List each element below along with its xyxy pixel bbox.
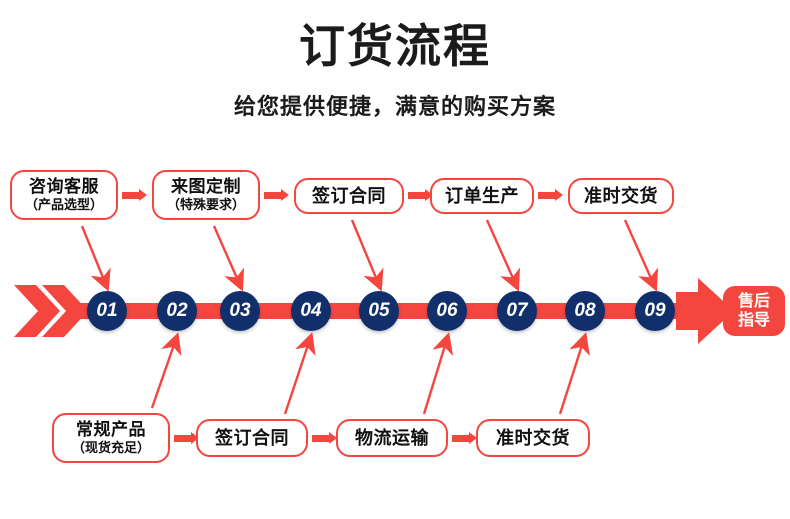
link-top4-to-step07 — [485, 219, 520, 292]
top-step-box-5[interactable]: 准时交货 — [568, 178, 674, 214]
step-number: 09 — [644, 300, 666, 321]
box-label-line1: 咨询客服 — [29, 177, 99, 196]
connector-arrow-top-1 — [122, 189, 148, 201]
box-label-line2: （特殊要求） — [166, 197, 245, 212]
box-label-line1: 准时交货 — [584, 186, 658, 206]
connector-arrow-top-2 — [264, 189, 290, 201]
top-step-box-4[interactable]: 订单生产 — [430, 178, 534, 214]
bottom-step-box-3[interactable]: 物流运输 — [336, 419, 448, 457]
link-bottom1-to-step02 — [150, 332, 182, 409]
connector-arrow-top-3 — [408, 189, 434, 201]
bottom-step-box-2[interactable]: 签订合同 — [196, 419, 308, 457]
timeline-step-01[interactable]: 01 — [87, 291, 127, 331]
link-top1-to-step01 — [80, 225, 111, 292]
connector-arrow-bottom-1 — [174, 432, 200, 444]
box-label-line1: 签订合同 — [215, 428, 289, 448]
step-number: 04 — [300, 300, 322, 321]
bottom-step-box-4[interactable]: 准时交货 — [476, 419, 590, 457]
step-number: 02 — [166, 300, 188, 321]
timeline-step-07[interactable]: 07 — [497, 291, 537, 331]
link-bottom2-to-step04 — [283, 332, 316, 415]
box-label-line2: （现货充足） — [71, 440, 150, 455]
connector-arrow-bottom-3 — [452, 432, 478, 444]
link-top2-to-step03 — [212, 225, 245, 292]
step-number: 03 — [229, 300, 251, 321]
box-label-line1: 准时交货 — [496, 428, 570, 448]
timeline-step-09[interactable]: 09 — [635, 291, 675, 331]
link-bottom3-to-step06 — [422, 332, 454, 415]
link-top5-to-step09 — [623, 219, 658, 292]
connector-arrow-bottom-2 — [312, 432, 338, 444]
timeline-step-08[interactable]: 08 — [565, 291, 605, 331]
box-label-line2: （产品选型） — [24, 197, 103, 212]
box-label-line1: 物流运输 — [355, 428, 429, 448]
badge-label-line1: 售后 — [737, 293, 770, 310]
step-number: 05 — [368, 300, 390, 321]
step-number: 07 — [506, 300, 528, 321]
bottom-step-box-1[interactable]: 常规产品 （现货充足） — [52, 413, 170, 463]
box-label-line1: 常规产品 — [76, 420, 146, 439]
connector-arrow-top-4 — [538, 189, 564, 201]
page-subtitle: 给您提供便捷，满意的购买方案 — [233, 94, 556, 119]
step-number: 06 — [436, 300, 458, 321]
box-label-line1: 订单生产 — [445, 186, 519, 206]
page-title: 订货流程 — [299, 20, 491, 72]
timeline-step-03[interactable]: 03 — [220, 291, 260, 331]
timeline-step-02[interactable]: 02 — [157, 291, 197, 331]
link-top3-to-step05 — [350, 219, 384, 292]
box-label-line1: 来图定制 — [171, 177, 241, 196]
step-number: 08 — [574, 300, 596, 321]
arrow-head-right-icon — [676, 276, 736, 351]
top-step-box-2[interactable]: 来图定制 （特殊要求） — [152, 170, 260, 220]
badge-label-line2: 指导 — [737, 312, 770, 329]
step-number: 01 — [96, 300, 118, 321]
link-bottom4-to-step08 — [558, 332, 590, 415]
timeline-step-06[interactable]: 06 — [427, 291, 467, 331]
top-step-box-1[interactable]: 咨询客服 （产品选型） — [10, 170, 118, 220]
timeline-step-04[interactable]: 04 — [291, 291, 331, 331]
timeline-step-05[interactable]: 05 — [359, 291, 399, 331]
after-sales-badge[interactable]: 售后 指导 — [723, 286, 785, 336]
top-step-box-3[interactable]: 签订合同 — [294, 178, 404, 214]
box-label-line1: 签订合同 — [312, 186, 386, 206]
